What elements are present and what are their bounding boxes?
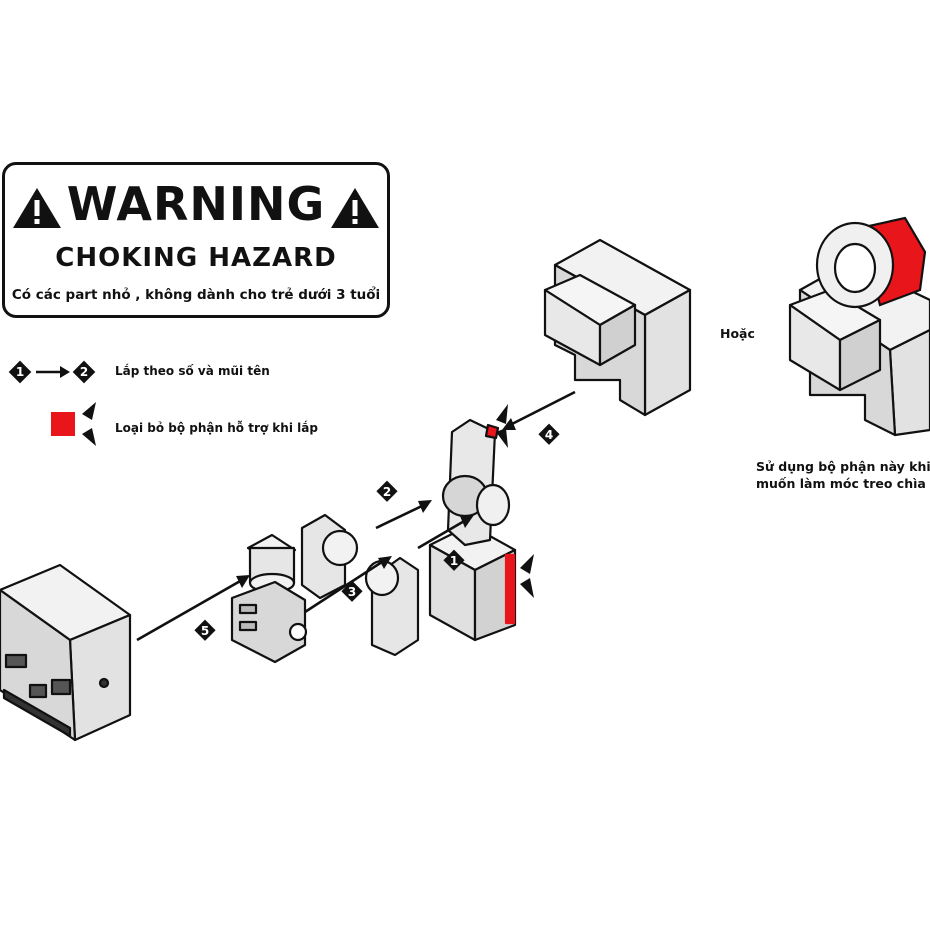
step-5: 5 (201, 624, 209, 638)
legend-sequence-label: Lắp theo số và mũi tên (115, 364, 270, 378)
alt-label: Hoặc (720, 326, 755, 341)
warning-box: WARNING CHOKING HAZARD Có các part nhỏ ,… (2, 162, 390, 318)
legend-remove (51, 402, 96, 446)
part-tall-body (428, 418, 517, 642)
part-peg-b (364, 556, 420, 657)
step-4: 4 (545, 428, 553, 442)
red-ring-part (815, 216, 927, 309)
step-1: 1 (450, 554, 458, 568)
step-markers: 5 3 2 1 4 (194, 423, 560, 641)
alt-note-line1: Sử dụng bộ phận này khi k (756, 459, 930, 474)
warning-triangle-icon (331, 187, 380, 228)
step-marker-icon (72, 360, 96, 384)
warning-subtitle: CHOKING HAZARD (55, 243, 337, 273)
assembly-arrows (136, 390, 576, 642)
legend-step-from: 1 (16, 365, 24, 379)
part-top-box (543, 238, 692, 417)
alt-note-line2: muốn làm móc treo chìa k (756, 476, 930, 491)
red-square-icon (51, 412, 75, 436)
warning-triangle-icon (12, 187, 61, 228)
legend-sequence: 1 2 (8, 360, 96, 384)
part-large-box (0, 563, 132, 742)
legend-step-to: 2 (80, 365, 88, 379)
warning-note: Có các part nhỏ , không dành cho trẻ dướ… (11, 287, 381, 303)
warning-title: WARNING (66, 177, 326, 231)
step-2: 2 (383, 485, 391, 499)
removal-markers (496, 404, 534, 598)
warning-title-row: WARNING (5, 177, 387, 231)
part-peg-a (300, 513, 359, 600)
step-3: 3 (348, 585, 356, 599)
legend-remove-label: Loại bỏ bộ phận hỗ trợ khi lắp (115, 421, 318, 435)
part-connector (230, 533, 308, 664)
